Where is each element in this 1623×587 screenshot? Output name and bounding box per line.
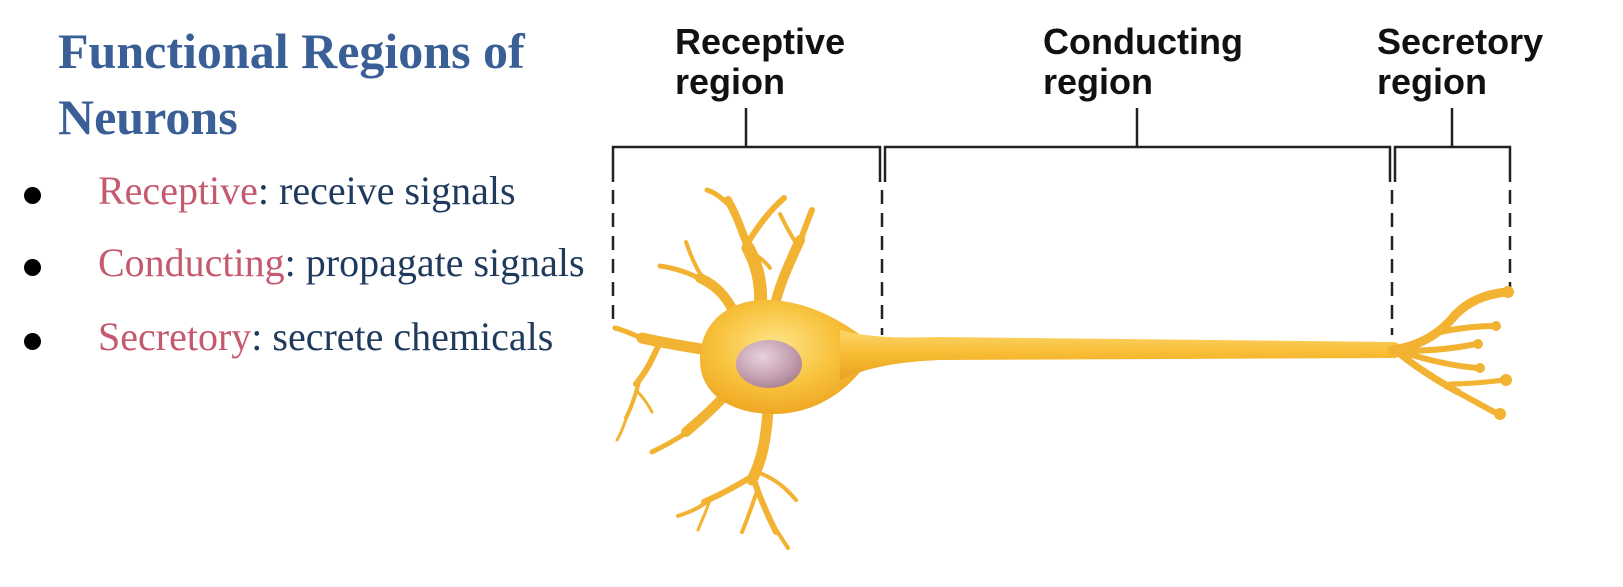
bullet-icon bbox=[24, 333, 41, 350]
region-label-secretory: Secretory region bbox=[1377, 21, 1543, 102]
bullet-item-secretory: Secretory: secrete chemicals bbox=[20, 310, 590, 364]
bracket-secretory bbox=[1393, 108, 1512, 182]
bullet-description: : secrete chemicals bbox=[251, 314, 554, 359]
bullet-description: : propagate signals bbox=[284, 240, 585, 285]
bracket-conducting bbox=[883, 108, 1392, 182]
region-label-line2: region bbox=[675, 61, 785, 102]
axon-terminals bbox=[1387, 287, 1511, 417]
region-label-line1: Secretory bbox=[1377, 21, 1543, 62]
slide-title: Functional Regions of Neurons bbox=[58, 23, 525, 145]
bullet-term: Conducting bbox=[98, 240, 285, 285]
region-brackets bbox=[611, 108, 1512, 182]
dendrites bbox=[612, 187, 815, 550]
bullet-term: Receptive bbox=[98, 168, 258, 213]
region-label-line1: Conducting bbox=[1043, 21, 1243, 62]
neuron-illustration bbox=[612, 187, 1514, 550]
bullet-item-conducting: Conducting: propagate signals bbox=[20, 236, 590, 290]
region-label-receptive: Receptive region bbox=[675, 21, 845, 102]
bullet-list: Receptive: receive signals Conducting: p… bbox=[20, 164, 590, 384]
bullet-icon bbox=[24, 187, 41, 204]
axon bbox=[840, 330, 1401, 380]
region-label-line2: region bbox=[1377, 61, 1487, 102]
region-label-line2: region bbox=[1043, 61, 1153, 102]
region-label-line1: Receptive bbox=[675, 21, 845, 62]
bullet-item-receptive: Receptive: receive signals bbox=[20, 164, 590, 218]
neuron-diagram: Receptive region Conducting region Secre… bbox=[611, 21, 1543, 550]
region-label-conducting: Conducting region bbox=[1043, 21, 1243, 102]
bracket-receptive bbox=[611, 108, 882, 182]
nucleus bbox=[736, 340, 802, 388]
region-boundary-lines bbox=[611, 190, 1512, 335]
bullet-icon bbox=[24, 259, 41, 276]
bullet-description: : receive signals bbox=[257, 168, 516, 213]
terminal-boutons bbox=[1473, 286, 1514, 420]
bullet-term: Secretory bbox=[98, 314, 252, 359]
